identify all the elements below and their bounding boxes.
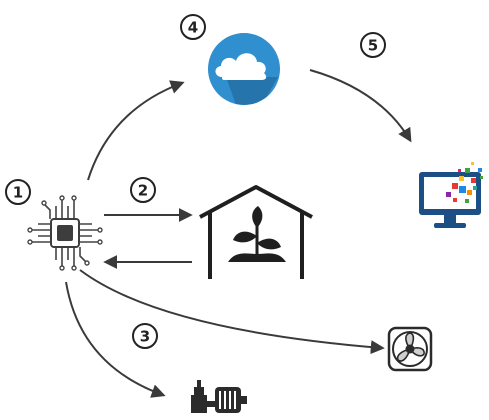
step-3-badge: 3 xyxy=(132,323,158,349)
step-5-label: 5 xyxy=(368,37,378,55)
cloud-icon xyxy=(208,33,280,105)
step-2-badge: 2 xyxy=(130,177,156,203)
fan-icon xyxy=(387,326,433,372)
step-2-label: 2 xyxy=(138,182,148,200)
step-5-badge: 5 xyxy=(360,32,386,58)
monitor-dashboard-icon xyxy=(419,162,483,228)
step-3-label: 3 xyxy=(140,328,150,346)
arrow-chip-to-fan xyxy=(79,269,385,355)
pump-motor-icon xyxy=(191,380,247,413)
step-1-label: 1 xyxy=(13,184,23,202)
arrow-cloud-to-monitor xyxy=(309,69,412,143)
chip-icon xyxy=(27,195,103,271)
greenhouse-plant-icon xyxy=(199,185,313,279)
arrow-chip-to-pump xyxy=(65,281,166,398)
arrow-chip-to-cloud xyxy=(87,80,185,181)
step-4-label: 4 xyxy=(188,19,198,37)
connection-arrows xyxy=(65,69,412,398)
step-1-badge: 1 xyxy=(5,179,31,205)
step-4-badge: 4 xyxy=(180,14,206,40)
